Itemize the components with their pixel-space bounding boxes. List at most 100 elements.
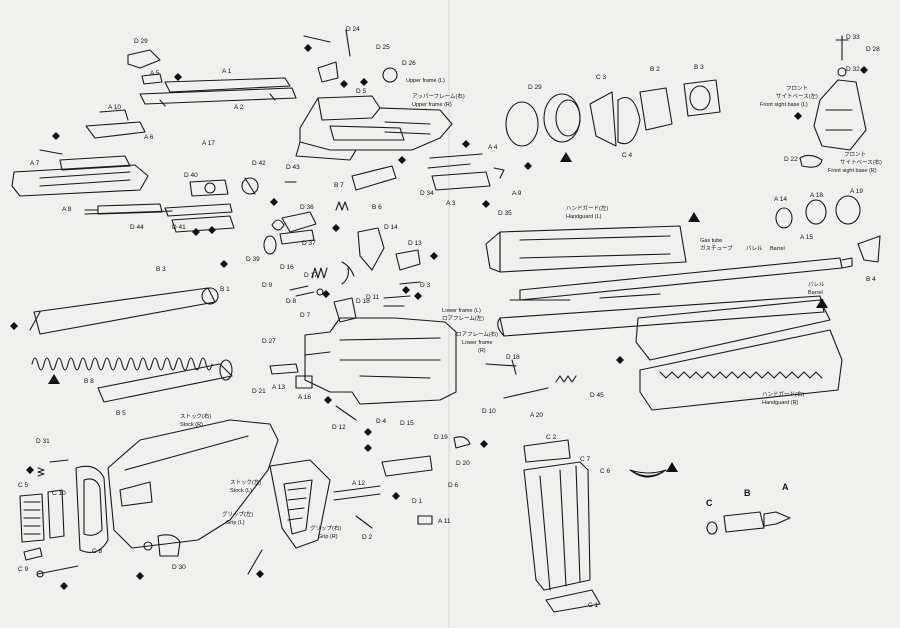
part-label-d4: D 4: [376, 418, 387, 425]
part-label-d9: D 9: [262, 282, 273, 289]
part-label-d40: D 40: [184, 172, 198, 179]
part-label-d39: D 39: [246, 256, 260, 263]
cartridge-label-c: C: [706, 498, 713, 508]
bolt-small-parts: [164, 177, 317, 255]
name-upper-frame-r-en: Upper frame (R): [412, 102, 452, 108]
part-label-d5: D 5: [356, 88, 367, 95]
part-label-a6: A 6: [144, 134, 154, 141]
part-label-d44: D 44: [130, 224, 144, 231]
carry-handle-rails: [127, 49, 297, 107]
part-label-b4: B 4: [866, 276, 876, 283]
part-label-d37: D 37: [302, 240, 316, 247]
part-label-c9: C 9: [18, 566, 29, 573]
part-label-a20: A 20: [530, 412, 544, 419]
part-label-d21: D 21: [252, 388, 266, 395]
part-label-c4: C 4: [622, 152, 633, 159]
name-grip-r-jp: グリップ(右): [310, 526, 342, 532]
part-label-d10: D 10: [482, 408, 496, 415]
reference-markers: [10, 44, 868, 590]
name-barrel2-en: Barrel: [808, 290, 823, 296]
part-label-d30: D 30: [172, 564, 186, 571]
cartridge-label-a: A: [782, 482, 789, 492]
part-label-a17: A 17: [202, 140, 216, 147]
part-label-d42: D 42: [252, 160, 266, 167]
cartridge-drawing: [706, 511, 791, 535]
name-stock-l-jp: ストック(左): [230, 480, 262, 486]
part-label-d8: D 8: [286, 298, 297, 305]
barrel-drawing: [485, 225, 853, 411]
part-label-a9: A 9: [512, 190, 522, 197]
name-grip-l-en: Grip (L): [226, 520, 245, 526]
buttplate-parts: [19, 459, 263, 578]
fold-crease: [448, 0, 450, 628]
name-front-sight-r-en: Front sight base (R): [828, 168, 877, 174]
part-label-d3: D 3: [420, 282, 431, 289]
part-label-d28: D 28: [866, 46, 880, 53]
name-grip-l-jp: グリップ(左): [222, 512, 254, 518]
buffer-tube-drawing: [29, 287, 233, 403]
name-lower-frame-r-en2: (R): [478, 348, 486, 354]
part-label-d25: D 25: [376, 44, 390, 51]
name-stock-r-jp: ストック(右): [180, 414, 212, 420]
part-label-d35: D 35: [498, 210, 512, 217]
part-label-d43: D 43: [286, 164, 300, 171]
part-label-d31: D 31: [36, 438, 50, 445]
part-label-d19: D 19: [434, 434, 448, 441]
part-label-a1: A 1: [222, 68, 232, 75]
part-label-a18: A 18: [810, 192, 824, 199]
part-label-c8: C 8: [92, 548, 103, 555]
part-label-d2: D 2: [362, 534, 373, 541]
name-barrel2-jp: バレル: [808, 282, 825, 288]
part-label-d6: D 6: [448, 482, 459, 489]
name-gas-tube-jp: ガスチューブ: [700, 246, 733, 252]
part-label-a3: A 3: [446, 200, 456, 207]
part-label-a10: A 10: [108, 104, 122, 111]
name-barrel-en: Barrel: [770, 246, 785, 252]
part-label-a5: A 5: [150, 70, 160, 77]
name-lower-frame-l-en: Lower frame (L): [442, 308, 481, 314]
part-label-d33: D 33: [846, 34, 860, 41]
part-label-d36: D 36: [300, 204, 314, 211]
name-handguard-l-jp: ハンドガード(左): [566, 206, 609, 212]
part-label-c6: C 6: [600, 468, 611, 475]
part-label-b5: B 5: [116, 410, 126, 417]
part-label-d13: D 13: [408, 240, 422, 247]
name-upper-frame-r-jp: アッパーフレーム(右): [412, 94, 465, 100]
misc-pins: [39, 29, 577, 529]
name-lower-frame-r-jp: ロアフレーム(右): [456, 332, 498, 338]
part-label-b3: B 3: [156, 266, 166, 273]
name-lower-frame-l-jp: ロアフレーム(左): [442, 316, 484, 322]
part-label-d29-mid: D 29: [528, 84, 542, 91]
name-front-sight-r-jp2: サイトベース(右): [840, 160, 882, 166]
magazine-drawing: [523, 439, 667, 613]
part-label-a4: A 4: [488, 144, 498, 151]
part-label-a13: A 13: [272, 384, 286, 391]
part-label-b2: B 2: [650, 66, 660, 73]
part-label-b8: B 8: [84, 378, 94, 385]
part-label-c10: C 10: [52, 490, 66, 497]
name-handguard-r-en: Handguard (R): [762, 400, 799, 406]
name-barrel-jp: バレル: [746, 246, 763, 252]
part-label-b1: B 1: [220, 286, 230, 293]
part-label-b7: B 7: [334, 182, 344, 189]
delta-ring-parts: [505, 79, 721, 147]
part-label-a14: A 14: [774, 196, 788, 203]
part-label-c2: C 2: [546, 434, 557, 441]
part-label-d7: D 7: [300, 312, 311, 319]
name-handguard-l-en: Handguard (L): [566, 214, 602, 220]
part-label-d29: D 29: [134, 38, 148, 45]
name-gas-tube-en: Gas tube: [700, 238, 723, 244]
part-label-a8: A 8: [62, 206, 72, 213]
part-label-d17: D 17: [304, 272, 318, 279]
part-label-d11: D 11: [366, 294, 380, 301]
part-label-d15: D 15: [400, 420, 414, 427]
part-label-d18-right: D 18: [506, 354, 520, 361]
part-label-a2: A 2: [234, 104, 244, 111]
part-label-b3-top: B 3: [694, 64, 704, 71]
cartridge-label-b: B: [744, 488, 751, 498]
part-label-a12: A 12: [352, 480, 366, 487]
trigger-group-drawing: [289, 201, 421, 323]
part-label-a7: A 7: [30, 160, 40, 167]
